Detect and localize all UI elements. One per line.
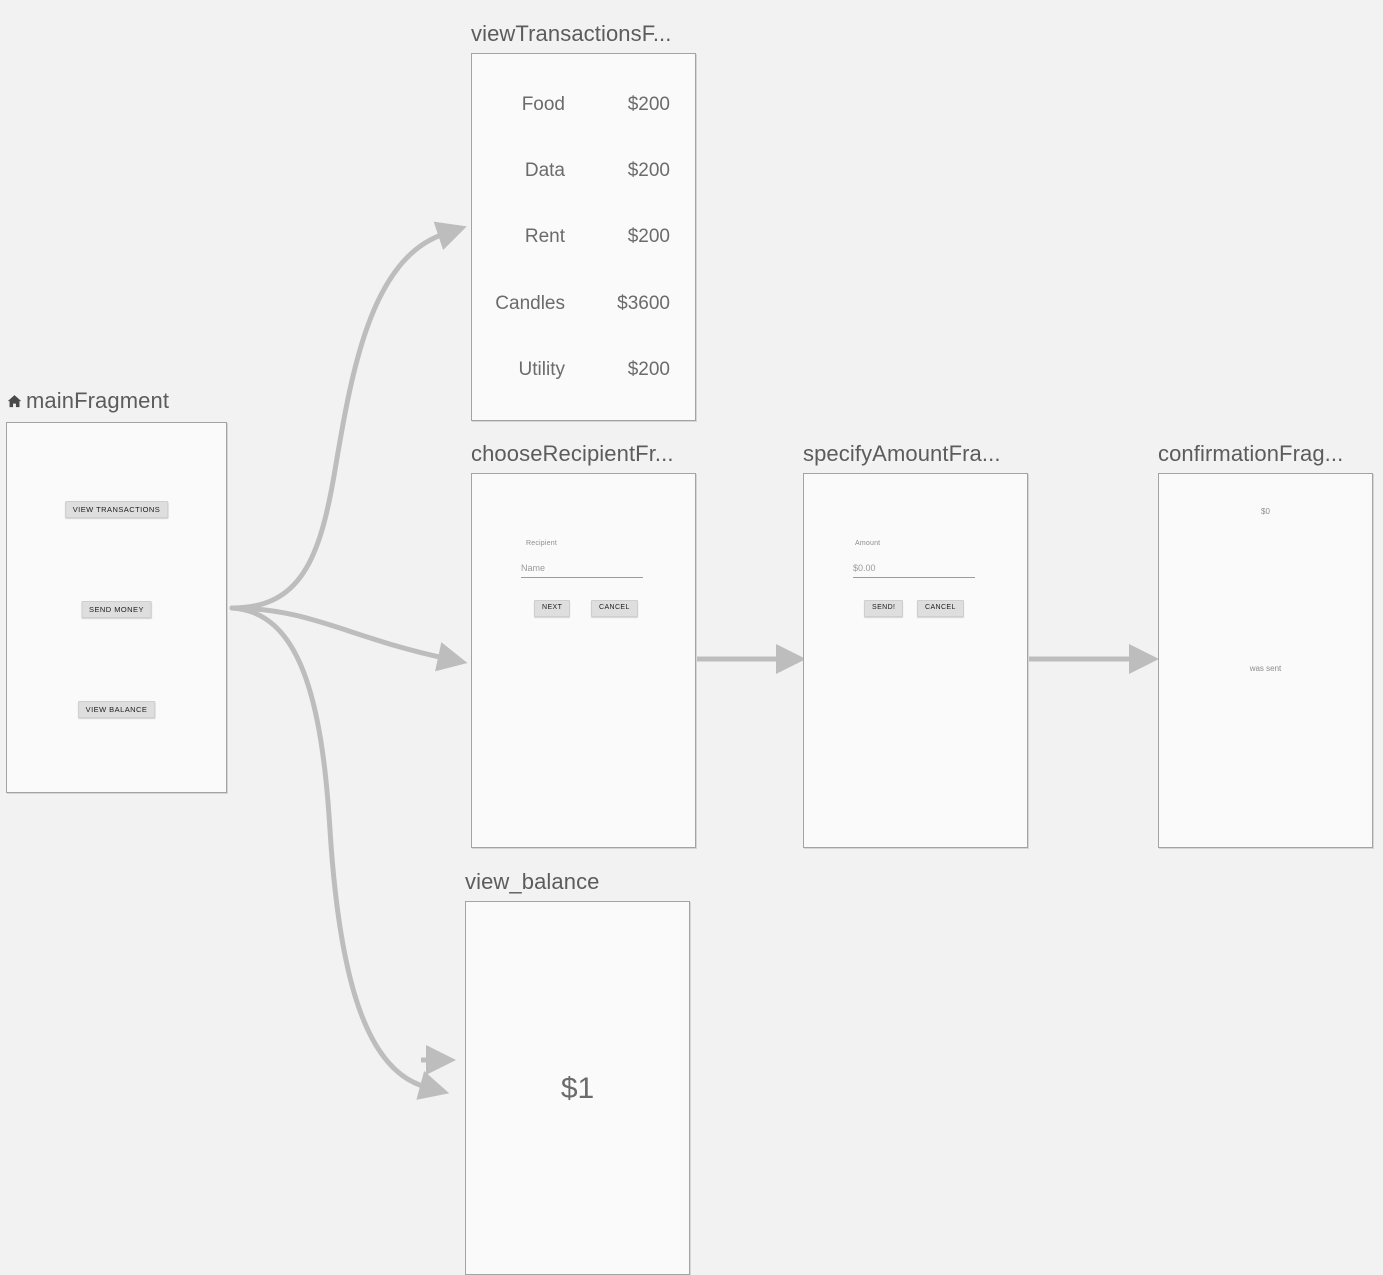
next-button[interactable]: NEXT [534,600,571,617]
node-confirmation-fragment[interactable]: confirmationFrag... $0 was sent [1158,441,1373,848]
cancel-button[interactable]: CANCEL [917,600,964,617]
transaction-row: Utility $200 [472,359,695,381]
recipient-name-input[interactable]: Name [521,563,643,578]
home-icon [6,390,23,416]
node-choose-recipient-title: chooseRecipientFr... [471,441,674,466]
transaction-row: Candles $3600 [472,293,695,315]
node-main-fragment-label: mainFragment [26,388,170,413]
confirmation-frame: $0 was sent [1158,473,1373,848]
edge-main-to-transactions [229,221,467,611]
node-choose-recipient-fragment[interactable]: chooseRecipientFr... Recipient Name NEXT… [471,441,696,848]
confirmation-message: was sent [1249,664,1282,673]
transaction-label: Candles [495,293,565,314]
transaction-amount: $200 [627,226,670,247]
transaction-amount: $3600 [617,293,670,314]
edge-main-to-view-balance [229,605,450,1100]
main-fragment-frame: VIEW TRANSACTIONS SEND MONEY VIEW BALANC… [6,422,227,793]
specify-amount-frame: Amount $0.00 SEND! CANCEL [803,473,1028,848]
transaction-label: Utility [518,359,565,380]
view-balance-button[interactable]: VIEW BALANCE [77,701,156,718]
node-main-fragment[interactable]: mainFragment VIEW TRANSACTIONS SEND MONE… [6,388,227,793]
node-confirmation-title: confirmationFrag... [1158,441,1344,466]
node-view-transactions-fragment[interactable]: viewTransactionsF... Food $200 Data $200… [471,21,696,421]
view-balance-frame: $1 [465,901,690,1275]
balance-amount: $1 [560,1072,595,1105]
transaction-amount: $200 [627,94,670,115]
transaction-row: Rent $200 [472,226,695,248]
node-specify-amount-title: specifyAmountFra... [803,441,1001,466]
confirmation-amount: $0 [1261,507,1270,516]
transaction-label: Data [524,160,565,181]
choose-recipient-frame: Recipient Name NEXT CANCEL [471,473,696,848]
transaction-label: Food [521,94,565,115]
view-transactions-button[interactable]: VIEW TRANSACTIONS [64,501,169,518]
send-money-button[interactable]: SEND MONEY [81,601,152,618]
edge-main-to-choose-recipient [229,605,468,672]
transaction-row: Food $200 [472,94,695,116]
node-view-transactions-title: viewTransactionsF... [471,21,672,46]
transaction-amount: $200 [627,160,670,181]
recipient-field-label: Recipient [526,540,557,547]
transaction-row: Data $200 [472,160,695,182]
transaction-label: Rent [524,226,565,247]
node-main-fragment-title: mainFragment [6,388,169,416]
amount-placeholder: $0.00 [853,563,876,573]
recipient-name-placeholder: Name [521,563,546,573]
node-view-balance-title: view_balance [465,869,600,894]
amount-field-label: Amount [855,540,881,547]
transaction-amount: $200 [627,359,670,380]
node-specify-amount-fragment[interactable]: specifyAmountFra... Amount $0.00 SEND! C… [803,441,1028,848]
node-view-balance-fragment[interactable]: view_balance $1 [465,869,690,1275]
cancel-button[interactable]: CANCEL [591,600,638,617]
send-button[interactable]: SEND! [864,600,904,617]
amount-input[interactable]: $0.00 [853,563,975,578]
view-transactions-frame: Food $200 Data $200 Rent $200 Candles $3… [471,53,696,421]
